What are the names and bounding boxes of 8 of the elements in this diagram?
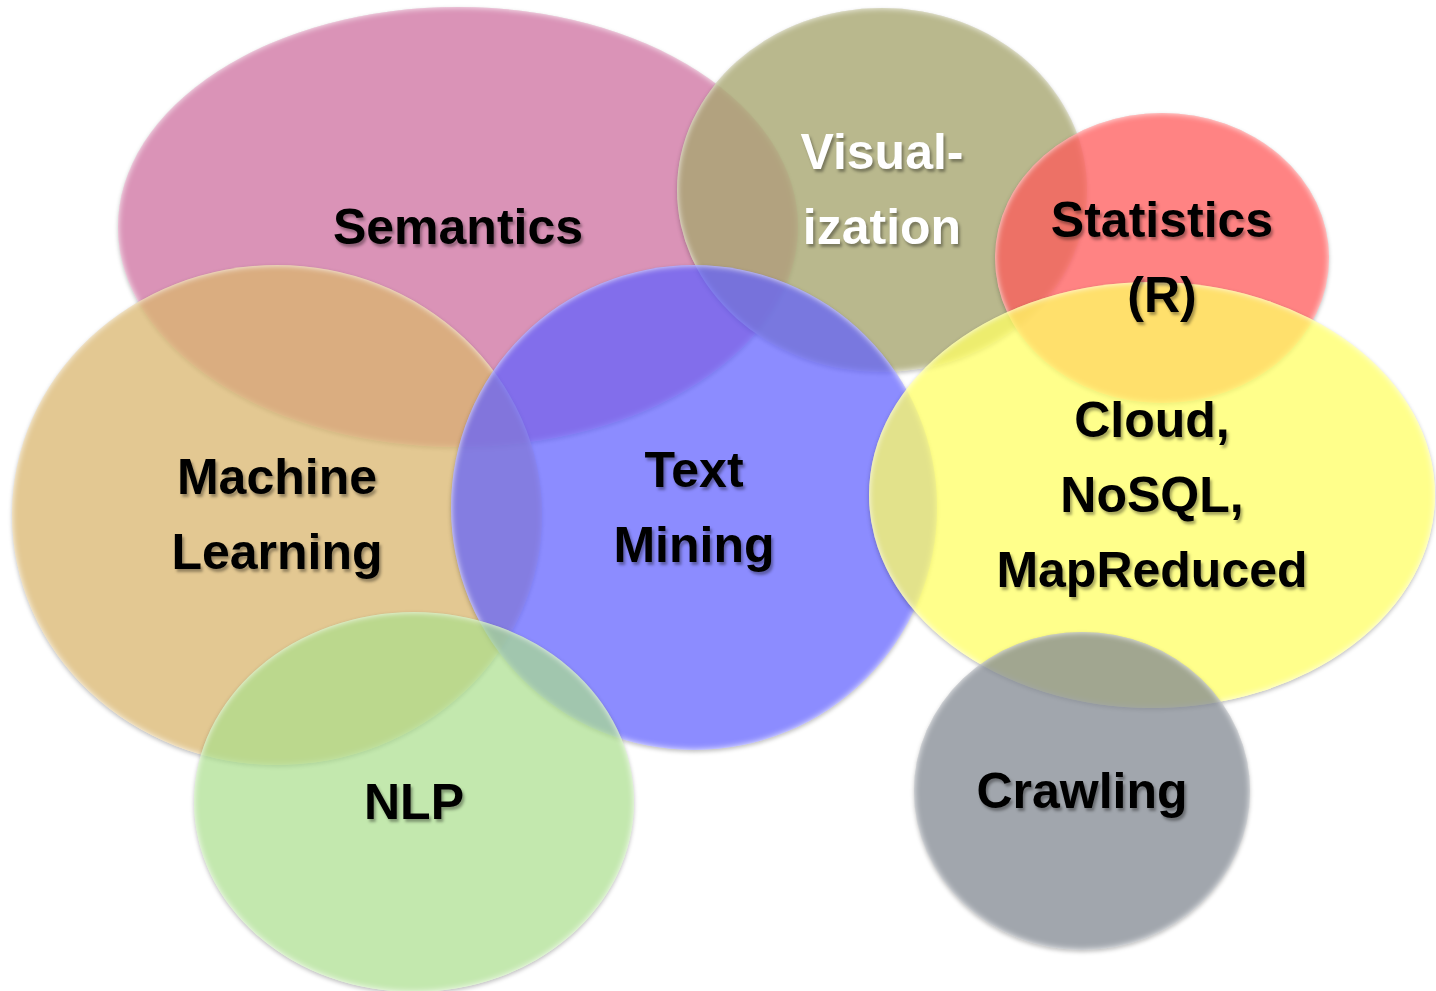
topic-label: Cloud, NoSQL, MapReduced: [995, 390, 1309, 600]
topic-label: NLP: [363, 772, 465, 832]
topic-label: Crawling: [975, 761, 1189, 821]
topic-label: Statistics (R): [1049, 191, 1275, 325]
topic-label: Machine Learning: [170, 448, 384, 582]
topic-label: Visual- ization: [799, 123, 965, 257]
topic-label: Text Mining: [612, 440, 776, 575]
topic-label: Semantics: [331, 197, 585, 257]
